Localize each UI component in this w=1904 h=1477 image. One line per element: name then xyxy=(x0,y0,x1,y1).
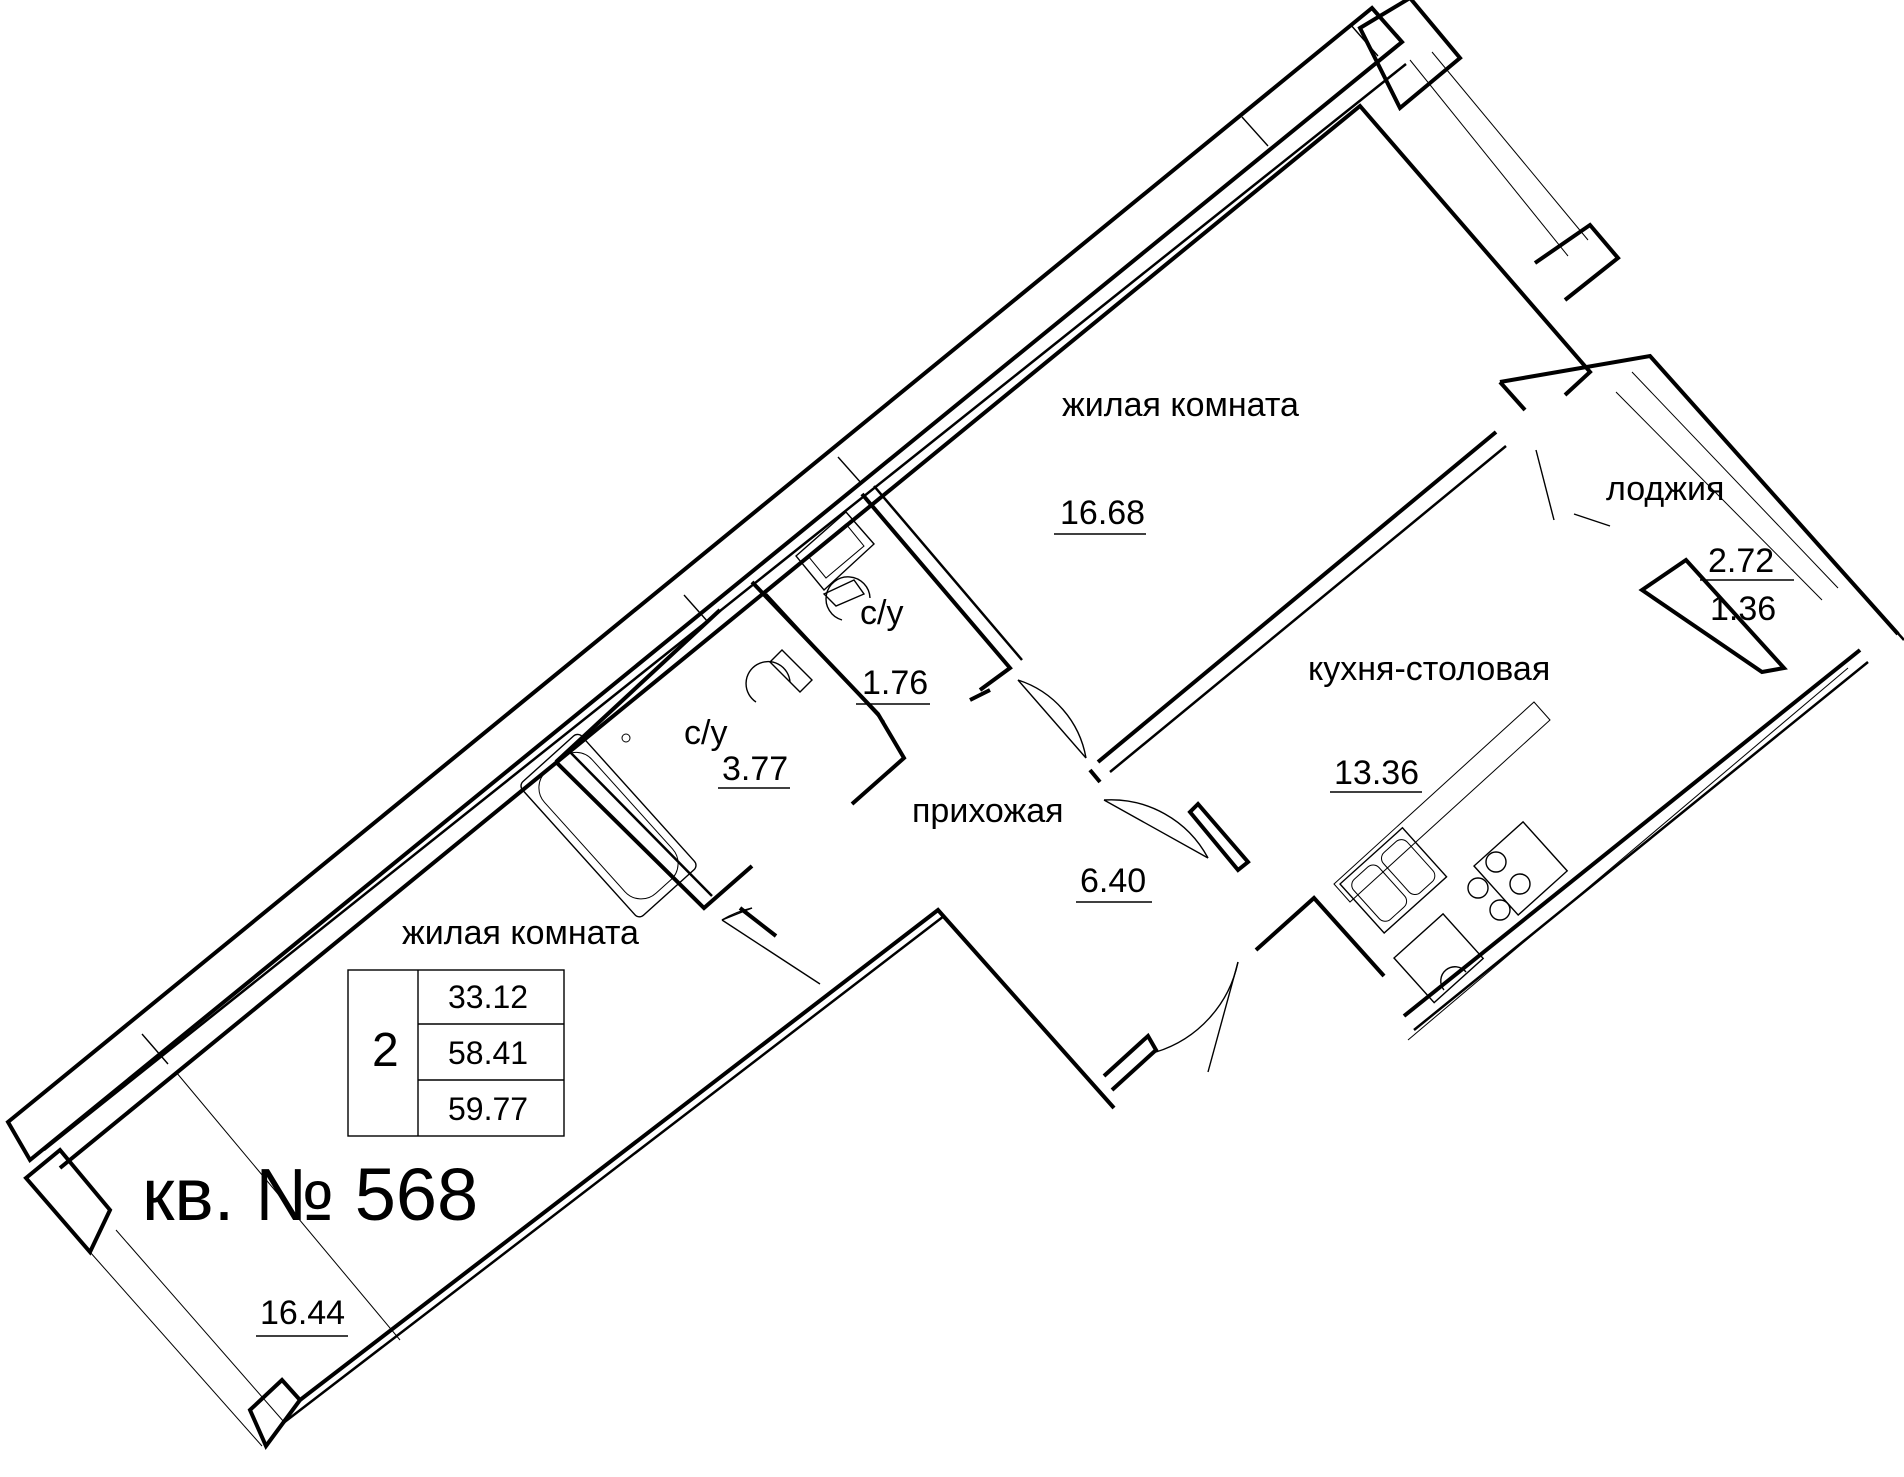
kitchen-dining-area: 13.36 xyxy=(1334,754,1419,792)
area-total-with-loggia: 59.77 xyxy=(448,1091,528,1127)
loggia-area: 2.72 xyxy=(1708,542,1774,580)
outer-walls xyxy=(5,0,1904,1450)
bathroom-large-label: с/у xyxy=(684,714,727,752)
loggia-area-reduced: 1.36 xyxy=(1710,590,1776,628)
bathroom-small-label: с/у xyxy=(860,594,903,632)
living-room-upper-area: 16.68 xyxy=(1060,494,1145,532)
living-room-upper-label: жилая комната xyxy=(1062,386,1299,424)
hallway-label: прихожая xyxy=(912,792,1064,830)
area-living: 33.12 xyxy=(448,979,528,1015)
doors xyxy=(721,449,1611,1073)
apartment-title: кв. № 568 xyxy=(142,1153,478,1236)
interior-walls xyxy=(554,430,1507,1092)
kitchen-dining-label: кухня-столовая xyxy=(1308,650,1550,688)
bathroom-small-area: 1.76 xyxy=(862,664,928,702)
room-labels: жилая комната 16.68 лоджия 2.72 1.36 с/у… xyxy=(256,386,1794,1337)
fixtures xyxy=(520,511,1569,1004)
area-total: 58.41 xyxy=(448,1035,528,1071)
living-room-lower-area: 16.44 xyxy=(260,1294,345,1332)
loggia-label: лоджия xyxy=(1606,470,1724,508)
living-room-lower-label: жилая комната xyxy=(402,914,639,952)
bathroom-large-area: 3.77 xyxy=(722,750,788,788)
hallway-area: 6.40 xyxy=(1080,862,1146,900)
area-table: 2 33.12 58.41 59.77 xyxy=(347,969,565,1137)
rooms-count: 2 xyxy=(372,1024,399,1077)
